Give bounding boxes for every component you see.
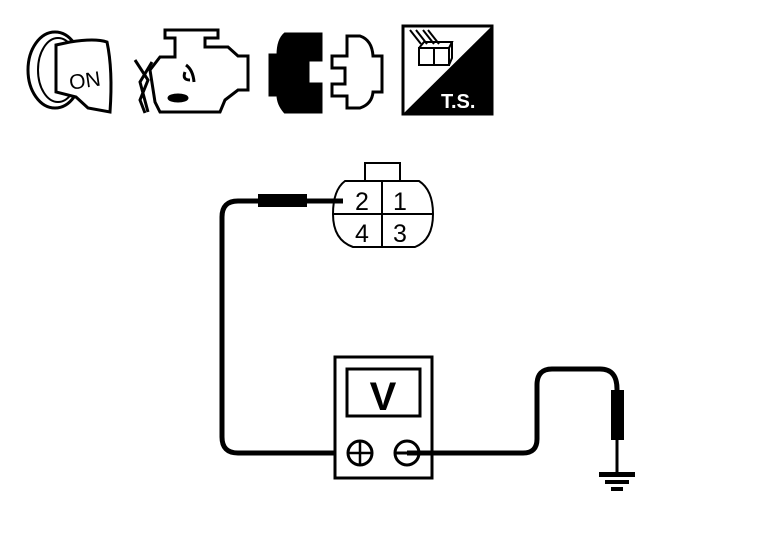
negative-probe (611, 390, 624, 440)
terminal-3-label: 3 (393, 220, 407, 248)
terminal-1-label: 1 (393, 188, 407, 216)
trouble-shooting-icon: T.S. (401, 24, 494, 116)
voltmeter: V (333, 355, 434, 480)
positive-probe (258, 194, 307, 207)
ignition-key-on-icon: ON (26, 30, 113, 114)
harness-connector (331, 162, 435, 248)
terminal-4-label: 4 (355, 220, 369, 248)
connector-disconnect-icon (268, 32, 384, 114)
positive-test-lead (219, 198, 348, 456)
voltmeter-display (345, 367, 422, 418)
terminal-2-label: 2 (355, 188, 369, 216)
ground-icon (599, 472, 635, 491)
connector-lock-tab (364, 162, 401, 182)
ignition-on-label: ON (68, 68, 102, 95)
engine-icon (133, 28, 250, 114)
voltmeter-v-label: V (370, 375, 397, 419)
ts-label: T.S. (441, 91, 475, 113)
negative-test-lead (407, 366, 620, 456)
